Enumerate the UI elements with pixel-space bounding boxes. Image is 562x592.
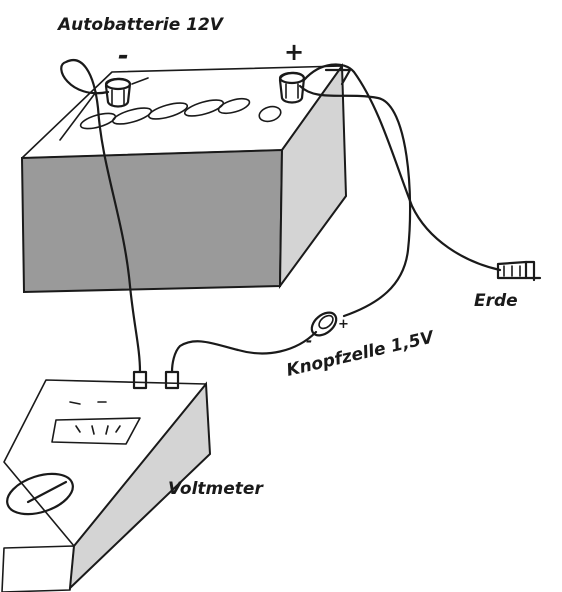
positive-terminal: [278, 71, 306, 104]
voltmeter-socket-minus: [132, 370, 148, 390]
voltmeter-display-mark: [69, 401, 107, 405]
wire-minus-to-voltmeter: [60, 59, 142, 374]
battery-vent-cap: [183, 99, 225, 117]
minus-label: -: [118, 41, 129, 71]
plus-label: +: [284, 38, 304, 66]
wire-coin-cell-to-voltmeter: [170, 330, 318, 374]
wire-plus-to-coin-cell: [298, 84, 412, 318]
voltmeter-display: [51, 417, 141, 445]
coin-cell-plus-label: +: [338, 317, 349, 332]
voltmeter-socket-plus: [164, 370, 180, 390]
wires: [60, 59, 502, 374]
wire-plus-to-ground: [302, 63, 502, 272]
battery-side-face: [278, 63, 348, 290]
arrow-head: [324, 68, 352, 86]
voltmeter-dial: [6, 472, 74, 516]
battery-vent-cap: [258, 105, 282, 123]
ground-clamp: [496, 260, 542, 282]
voltmeter-label: Voltmeter: [168, 479, 264, 499]
battery-top-marking: [59, 91, 97, 141]
voltmeter-front-face: [1, 545, 75, 592]
battery-top-marking: [131, 77, 149, 85]
ground-label: Erde: [474, 291, 518, 311]
battery-front-face: [20, 148, 284, 294]
voltmeter-side-face: [68, 381, 212, 591]
coin-cell: [310, 311, 338, 337]
battery-vent-cap: [147, 102, 189, 120]
negative-terminal: [104, 77, 132, 108]
voltmeter-dial-pointer: [26, 480, 68, 504]
battery-vent-cap: [217, 97, 251, 115]
battery-label: Autobatterie 12V: [56, 15, 225, 35]
voltmeter: [1, 370, 212, 592]
car-battery: [20, 63, 348, 294]
voltmeter-display-digits: [75, 425, 121, 435]
battery-vent-cap: [111, 107, 153, 125]
coin-cell-minus-label: -: [306, 332, 312, 350]
